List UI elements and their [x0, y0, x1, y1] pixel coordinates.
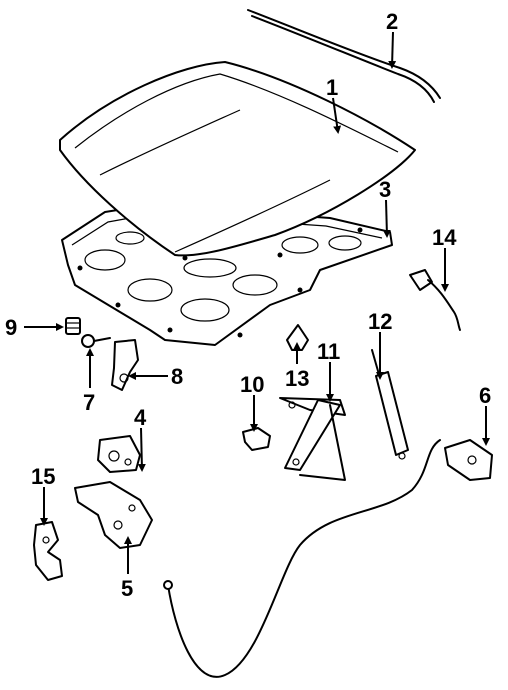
clip-10	[242, 427, 271, 451]
leader-2	[388, 31, 397, 69]
hood-bumper	[65, 317, 81, 335]
leader-3	[382, 199, 391, 238]
clip	[81, 334, 111, 348]
callout-5: 5	[121, 576, 133, 601]
hood-hinge	[279, 397, 346, 481]
callout-2: 2	[386, 9, 398, 34]
release-cable	[163, 439, 493, 678]
hood-panel	[59, 61, 416, 257]
callout-12: 12	[368, 309, 392, 334]
callout-4: 4	[134, 405, 147, 430]
callout-1: 1	[326, 75, 338, 100]
leader-lines	[24, 31, 490, 574]
hood-seal	[247, 9, 441, 103]
hood-lamp	[409, 269, 461, 331]
callout-labels: 1 2 3 4 5 6 7 8 9 10 11 12 13 14 15	[5, 9, 491, 601]
callout-9: 9	[5, 315, 17, 340]
hood-insulator	[61, 204, 393, 346]
latch-bracket	[111, 339, 139, 391]
callout-6: 6	[479, 383, 491, 408]
leader-4	[137, 427, 146, 472]
hood-strut	[371, 349, 409, 460]
callout-15: 15	[31, 464, 55, 489]
callout-3: 3	[379, 177, 391, 202]
safety-catch	[33, 521, 63, 581]
callout-10: 10	[240, 372, 264, 397]
hood-latch	[97, 435, 141, 473]
callout-13: 13	[285, 366, 309, 391]
callout-8: 8	[171, 364, 183, 389]
bumper-13	[286, 324, 309, 351]
leader-1	[332, 97, 342, 134]
callout-11: 11	[317, 339, 340, 364]
callout-14: 14	[432, 225, 457, 250]
callout-7: 7	[83, 390, 95, 415]
latch-support	[74, 481, 153, 549]
